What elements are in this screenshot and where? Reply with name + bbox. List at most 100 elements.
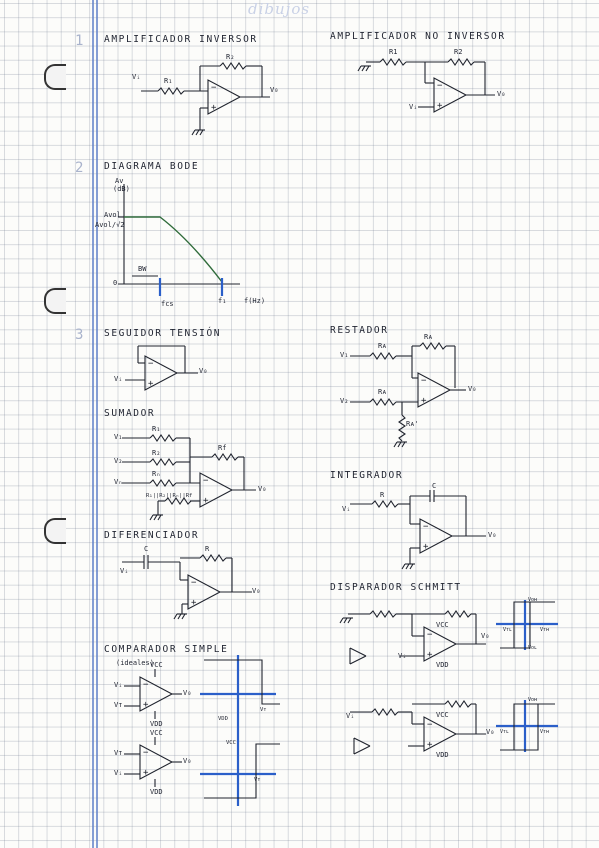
section-number: 2 xyxy=(75,160,84,176)
label-bode-fcs: fcs xyxy=(161,300,174,308)
label-sum-req: R₁||R₂||Rₙ||Rf xyxy=(146,493,193,499)
comparator-transfer-graph-1 xyxy=(200,655,280,735)
title-disparador-schmitt: DISPARADOR SCHMITT xyxy=(330,582,462,593)
label-int-vo: V₀ xyxy=(488,531,497,539)
title-amplificador-inversor: AMPLIFICADOR INVERSOR xyxy=(104,34,258,45)
label-sch-g1-voh: Vᴏʜ xyxy=(528,597,538,603)
label-int-r: R xyxy=(380,491,385,499)
label-inv-vi: Vᵢ xyxy=(132,73,141,81)
label-ni-r1: R1 xyxy=(389,48,398,56)
label-bode-avol: Avol xyxy=(104,211,121,219)
label-rest-v1: V₁ xyxy=(340,351,349,359)
integrator-circuit xyxy=(350,490,486,570)
label-dif-c: C xyxy=(144,545,149,553)
label-cmp-g1-vdd: VDD xyxy=(218,716,228,722)
label-dif-r: R xyxy=(205,545,210,553)
label-ni-vo: V₀ xyxy=(497,90,506,98)
comparator-transfer-graph-2 xyxy=(200,735,280,806)
label-sch-g2-vtl: Vᴛʟ xyxy=(500,729,510,735)
label-bode-avol-sqrt2: Avol/√2 xyxy=(95,221,125,229)
inverting-amplifier-circuit xyxy=(141,62,270,136)
label-int-c: C xyxy=(432,482,437,490)
comparator-circuit-2 xyxy=(124,737,182,787)
label-rest-ra2: Rᴀ xyxy=(424,333,433,341)
margin-line xyxy=(92,0,94,848)
margin-line xyxy=(96,0,98,848)
label-sch-vo1: V₀ xyxy=(481,632,490,640)
label-cmp-vdd2: VDD xyxy=(150,788,163,796)
label-sum-vn: Vₙ xyxy=(114,478,123,486)
summing-amplifier-circuit xyxy=(122,434,256,521)
title-seguidor-tension: SEGUIDOR TENSIÓN xyxy=(104,328,222,339)
label-sum-v2: V₂ xyxy=(114,457,123,465)
label-dif-vi: Vᵢ xyxy=(120,567,129,575)
title-diferenciador: DIFERENCIADOR xyxy=(104,530,200,541)
label-cmp-vo2: V₀ xyxy=(183,757,192,765)
voltage-follower-circuit xyxy=(125,345,198,391)
label-cmp-g1-vt: Vᴛ xyxy=(260,707,267,713)
title-sumador: SUMADOR xyxy=(104,408,156,419)
bode-diagram xyxy=(118,184,240,296)
label-inv-r2: R₂ xyxy=(226,53,235,61)
label-sch-vi2: Vᵢ xyxy=(346,712,355,720)
label-cmp-g2-vt: Vᴛ xyxy=(254,777,261,783)
title-restador: RESTADOR xyxy=(330,325,389,336)
section-number: 3 xyxy=(75,327,84,343)
label-sch-g2-voh: Vᴏʜ xyxy=(528,697,538,703)
label-sum-r1: R₁ xyxy=(152,425,161,433)
label-cmp-vcc1: VCC xyxy=(150,661,163,669)
label-sum-vo: V₀ xyxy=(258,485,267,493)
label-sch-vcc1: VCC xyxy=(436,621,449,629)
label-bode-fhz: f(Hz) xyxy=(244,297,266,305)
label-bode-bw: BW xyxy=(138,265,147,273)
label-cmp-vcc2: VCC xyxy=(150,729,163,737)
label-cmp-g2-vcc: VCC xyxy=(226,740,236,746)
label-bode-zero: 0 xyxy=(113,279,118,287)
label-rest-rp: Rᴀ' xyxy=(406,420,419,428)
label-bode-y: Av xyxy=(115,177,124,185)
label-sum-rn: Rₙ xyxy=(152,470,161,478)
label-cmp-vt2: Vᴛ xyxy=(114,749,123,757)
section-number: 1 xyxy=(75,33,84,49)
label-sch-vo2: V₀ xyxy=(486,728,495,736)
binder-hole xyxy=(44,288,66,314)
binder-hole xyxy=(44,518,66,544)
label-sum-r2: R₂ xyxy=(152,449,161,457)
title-diagrama-bode: DIAGRAMA BODE xyxy=(104,161,200,172)
label-bode-y-unit: (dB) xyxy=(113,185,130,193)
binder-hole xyxy=(44,64,66,90)
label-sch-vdd1: VDD xyxy=(436,661,449,669)
label-sch-g1-vol: Vᴏʟ xyxy=(528,645,538,651)
schmitt-hysteresis-graph-2 xyxy=(496,700,558,752)
schmitt-trigger-circuit-2 xyxy=(350,700,486,755)
label-int-vi: Vᵢ xyxy=(342,505,351,513)
page-header: dibujos xyxy=(248,0,311,18)
title-integrador: INTEGRADOR xyxy=(330,470,404,481)
label-dif-vo: V₀ xyxy=(252,587,261,595)
title-amplificador-no-inversor: AMPLIFICADOR NO INVERSOR xyxy=(330,31,506,42)
label-bode-f1: f₁ xyxy=(218,297,227,305)
label-sch-g1-vtl: Vᴛʟ xyxy=(503,627,513,633)
label-sch-vcc2: VCC xyxy=(436,711,449,719)
non-inverting-amplifier-circuit xyxy=(357,58,495,113)
label-sch-g2-vth: Vᴛʜ xyxy=(540,729,550,735)
title-comparador-simple: COMPARADOR SIMPLE xyxy=(104,644,229,655)
subtractor-circuit xyxy=(350,342,466,448)
label-seg-vo: V₀ xyxy=(199,367,208,375)
label-cmp-ideal: (ideales) xyxy=(116,659,154,667)
label-rest-v2: V₂ xyxy=(340,397,349,405)
label-rest-vo: V₀ xyxy=(468,385,477,393)
label-cmp-vo1: V₀ xyxy=(183,689,192,697)
label-cmp-vdd1: VDD xyxy=(150,720,163,728)
label-ni-r2: R2 xyxy=(454,48,463,56)
schmitt-trigger-circuit-1 xyxy=(339,610,486,665)
schmitt-hysteresis-graph-1 xyxy=(496,600,558,650)
label-seg-vi: Vᵢ xyxy=(114,375,123,383)
label-sch-vdd2: VDD xyxy=(436,751,449,759)
label-sum-v1: V₁ xyxy=(114,433,123,441)
label-cmp-vi1: Vᵢ xyxy=(114,681,123,689)
label-cmp-vi2: Vᵢ xyxy=(114,769,123,777)
label-inv-vo: V₀ xyxy=(270,86,279,94)
